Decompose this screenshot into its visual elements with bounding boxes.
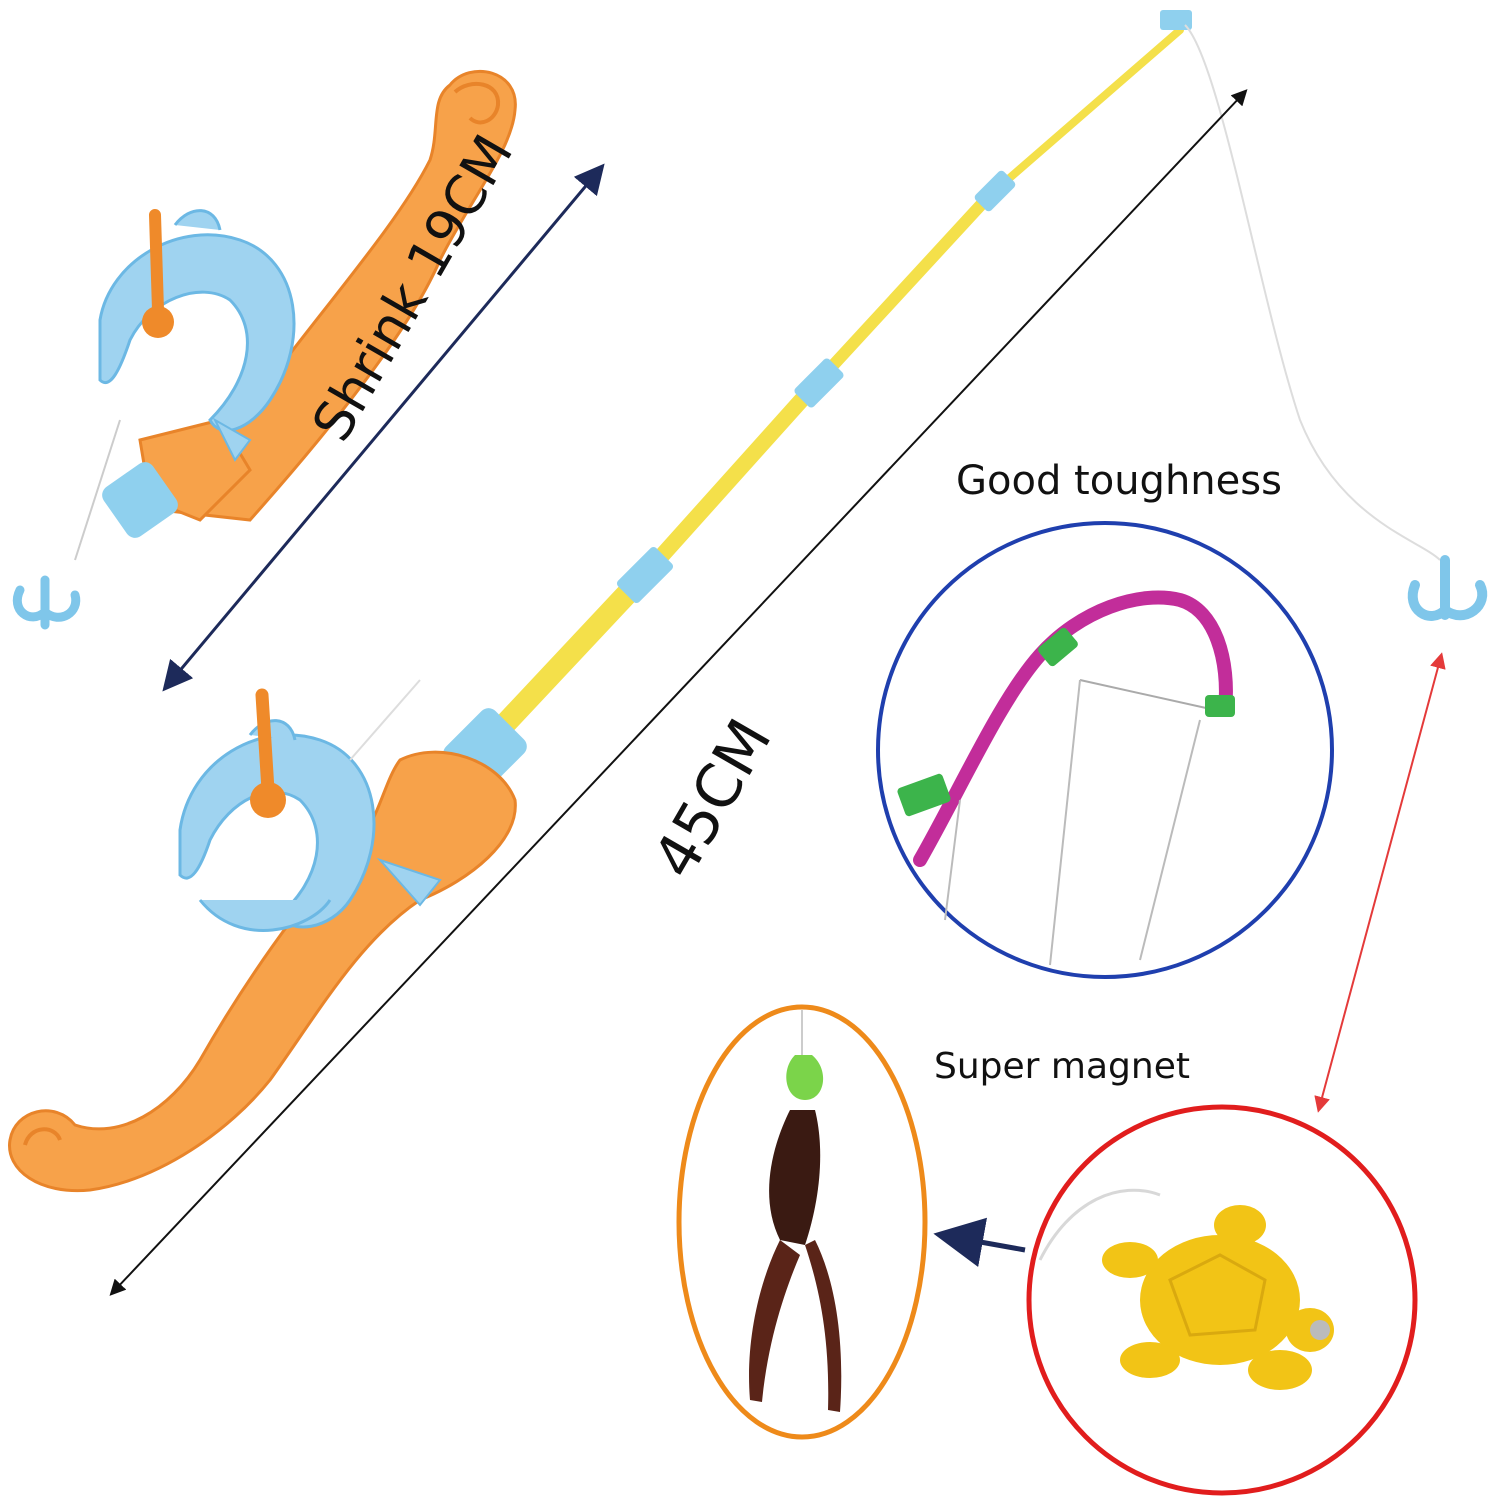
magnet-arrow [1314,652,1446,1113]
magnet-detail [1026,1104,1418,1496]
pliers-icon [749,1110,842,1412]
attract-arrow [933,1217,1026,1268]
turtle-magnet-icon [1102,1205,1334,1390]
hook-icon [12,575,81,630]
length-arrow [109,89,1248,1296]
pliers-detail [676,1004,928,1440]
toughness-detail [876,521,1334,979]
magnet-label: Super magnet [934,1046,1190,1087]
short-rod [12,69,517,630]
hook-icon [1407,555,1488,621]
toughness-label: Good toughness [956,458,1282,504]
